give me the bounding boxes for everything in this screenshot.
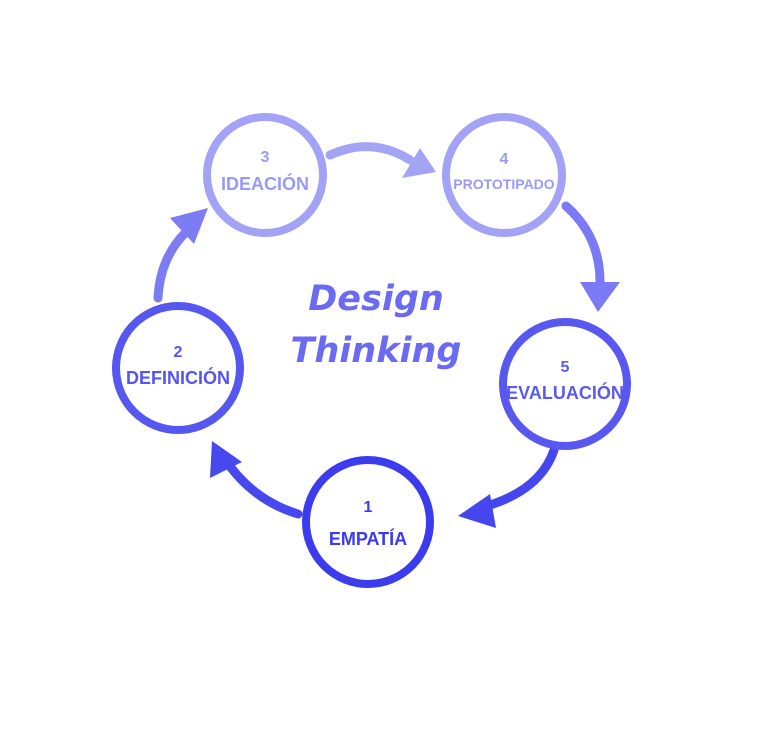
arrowhead-ideacion: [170, 208, 208, 244]
step-evaluacion-number: 5: [561, 359, 570, 376]
arrowhead-evaluacion: [580, 282, 620, 312]
step-prototipado-number: 4: [500, 151, 509, 168]
arrow-prototipado-to-evaluacion: [561, 201, 605, 287]
arrowhead-definicion: [210, 441, 242, 478]
step-prototipado: 4 PROTOTIPADO: [442, 113, 566, 237]
step-definicion-circle: [112, 302, 244, 434]
step-definicion-number: 2: [174, 344, 183, 361]
cycle-arrows: [153, 142, 620, 528]
step-prototipado-circle: [442, 113, 566, 237]
title-line-thinking: Thinking: [291, 331, 462, 371]
step-evaluacion: 5 EVALUACIÓN: [499, 318, 631, 450]
step-empatia: 1 EMPATÍA: [302, 456, 434, 588]
step-ideacion-number: 3: [261, 149, 270, 166]
step-definicion: 2 DEFINICIÓN: [112, 302, 244, 434]
center-title: Design Thinking: [291, 279, 462, 371]
step-empatia-number: 1: [364, 499, 373, 516]
arrow-empatia-to-definicion: [219, 453, 303, 519]
step-evaluacion-label: EVALUACIÓN: [506, 382, 624, 403]
step-ideacion-circle: [203, 113, 327, 237]
arrow-definicion-to-ideacion: [153, 227, 191, 303]
arrow-evaluacion-to-empatia: [475, 445, 559, 513]
step-ideacion-label: IDEACIÓN: [221, 173, 309, 194]
title-line-design: Design: [308, 279, 444, 319]
step-ideacion: 3 IDEACIÓN: [203, 113, 327, 237]
step-prototipado-label: PROTOTIPADO: [453, 176, 554, 192]
arrow-ideacion-to-prototipado: [325, 142, 415, 165]
step-empatia-circle: [302, 456, 434, 588]
arrowhead-prototipado: [402, 148, 436, 178]
step-empatia-label: EMPATÍA: [329, 528, 407, 549]
step-evaluacion-circle: [499, 318, 631, 450]
arrowhead-empatia: [458, 494, 496, 528]
step-definicion-label: DEFINICIÓN: [126, 367, 230, 388]
